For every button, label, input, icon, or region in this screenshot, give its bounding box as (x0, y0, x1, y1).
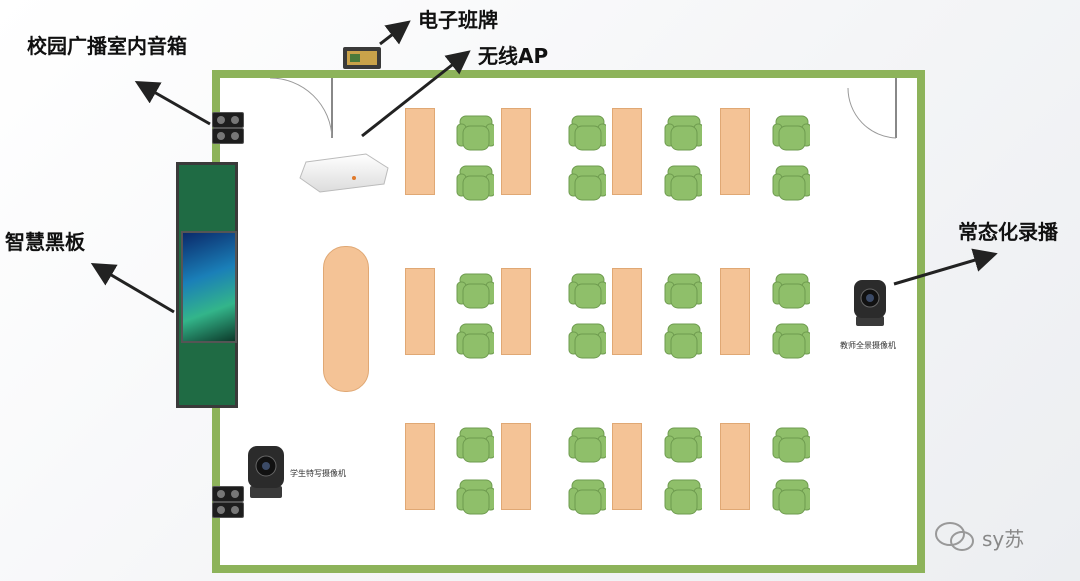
wechat-icon (935, 522, 974, 551)
chair (456, 323, 494, 359)
blackboard-screen (181, 231, 237, 343)
chair (664, 273, 702, 309)
chair (456, 427, 494, 463)
chair (568, 115, 606, 151)
desk (501, 423, 531, 510)
speaker-icon (212, 112, 244, 128)
chair (772, 427, 810, 463)
ap-callout: 无线AP (478, 44, 549, 68)
chair (664, 165, 702, 201)
chair (772, 323, 810, 359)
electronic-class-board-icon (343, 47, 381, 69)
desk (612, 268, 642, 355)
camera-icon (854, 280, 886, 326)
chair (568, 427, 606, 463)
desk (405, 423, 435, 510)
chair (664, 427, 702, 463)
desk (720, 423, 750, 510)
chair (568, 479, 606, 515)
chair (772, 165, 810, 201)
classroom-floorplan: 教师全景摄像机 学生特写摄像机 (212, 70, 925, 573)
desk (405, 108, 435, 195)
watermark-text: sy苏 (982, 526, 1025, 551)
eboard-callout: 电子班牌 (418, 8, 498, 32)
chair (568, 323, 606, 359)
chair (456, 165, 494, 201)
chair (568, 273, 606, 309)
chair (772, 479, 810, 515)
wireless-ap-icon (299, 153, 389, 193)
chair (664, 479, 702, 515)
arrow-speaker (134, 81, 211, 126)
door-right (840, 78, 912, 139)
speaker-icon (212, 502, 244, 518)
chair (568, 165, 606, 201)
chair (664, 115, 702, 151)
chair (772, 273, 810, 309)
chair (456, 479, 494, 515)
arrow-recording (893, 248, 998, 286)
chair (456, 115, 494, 151)
chair (664, 323, 702, 359)
desk (501, 268, 531, 355)
student-camera-label: 学生特写摄像机 (290, 469, 346, 478)
chair (456, 273, 494, 309)
desk (612, 108, 642, 195)
desk (405, 268, 435, 355)
desk (720, 268, 750, 355)
arrow-ap (361, 50, 471, 138)
arrow-blackboard (90, 262, 175, 314)
speaker-icon (212, 128, 244, 144)
camera-icon (248, 446, 284, 498)
podium (323, 246, 369, 392)
blackboard-callout: 智慧黑板 (5, 230, 85, 254)
chair (772, 115, 810, 151)
recording-callout: 常态化录播 (958, 220, 1058, 244)
teacher-camera-label: 教师全景摄像机 (840, 341, 896, 350)
speaker-callout: 校园广播室内音箱 (27, 34, 187, 58)
desk (501, 108, 531, 195)
arrow-eboard (379, 20, 411, 46)
desk (720, 108, 750, 195)
smart-blackboard (176, 162, 238, 408)
watermark: sy苏 (934, 520, 1024, 554)
speaker-icon (212, 486, 244, 502)
desk (612, 423, 642, 510)
door-left (262, 78, 334, 139)
